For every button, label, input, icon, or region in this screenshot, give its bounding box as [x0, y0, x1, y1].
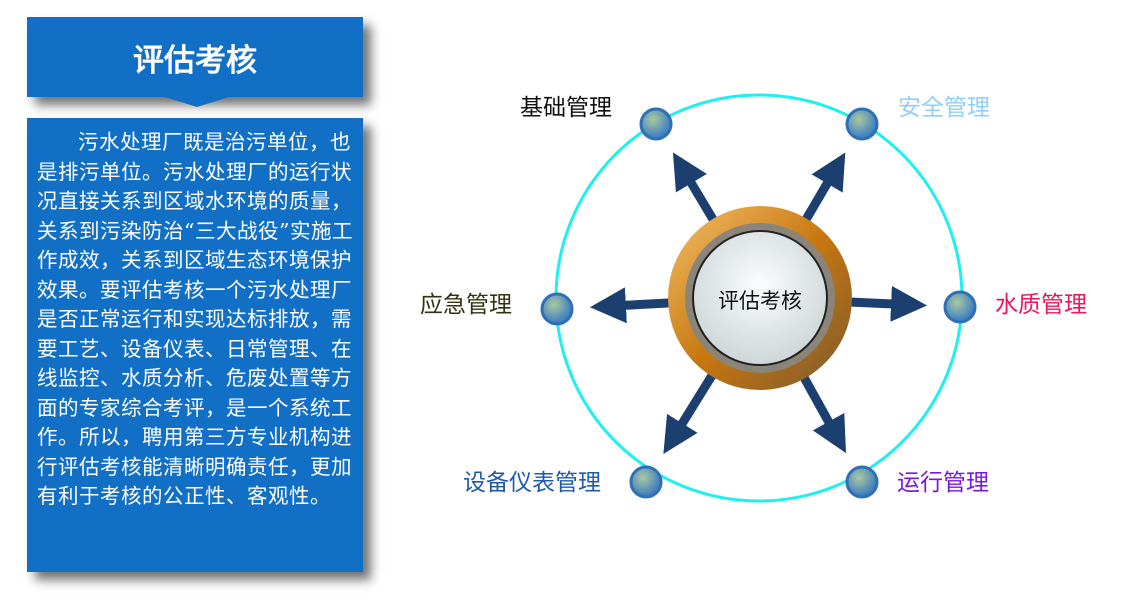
panel-title-box: 评估考核	[27, 17, 363, 97]
panel-body-box: 污水处理厂既是治污单位，也是排污单位。污水处理厂的运行状况直接关系到区域水环境的…	[27, 118, 363, 572]
title-pointer	[165, 97, 229, 107]
node-dot	[629, 465, 663, 499]
panel-body-text: 污水处理厂既是治污单位，也是排污单位。污水处理厂的运行状况直接关系到区域水环境的…	[37, 130, 353, 508]
arrow	[589, 287, 671, 324]
node-dot	[943, 290, 977, 324]
arrow	[663, 372, 717, 454]
panel-title: 评估考核	[133, 42, 257, 79]
arrow	[801, 152, 846, 223]
node-label: 基础管理	[520, 95, 612, 121]
node-dot	[845, 107, 879, 141]
node-label: 应急管理	[420, 292, 512, 318]
node-dot	[540, 292, 574, 326]
node-label: 设备仪表管理	[463, 470, 601, 496]
arrow	[672, 152, 718, 224]
node-label: 水质管理	[995, 292, 1087, 318]
center-disc	[692, 230, 828, 366]
arrow	[849, 285, 928, 322]
node-label: 安全管理	[898, 95, 990, 121]
center-label: 评估考核	[718, 289, 802, 313]
arrow	[799, 374, 847, 454]
node-dot	[639, 107, 673, 141]
node-label: 运行管理	[897, 470, 989, 496]
node-dot	[845, 465, 879, 499]
